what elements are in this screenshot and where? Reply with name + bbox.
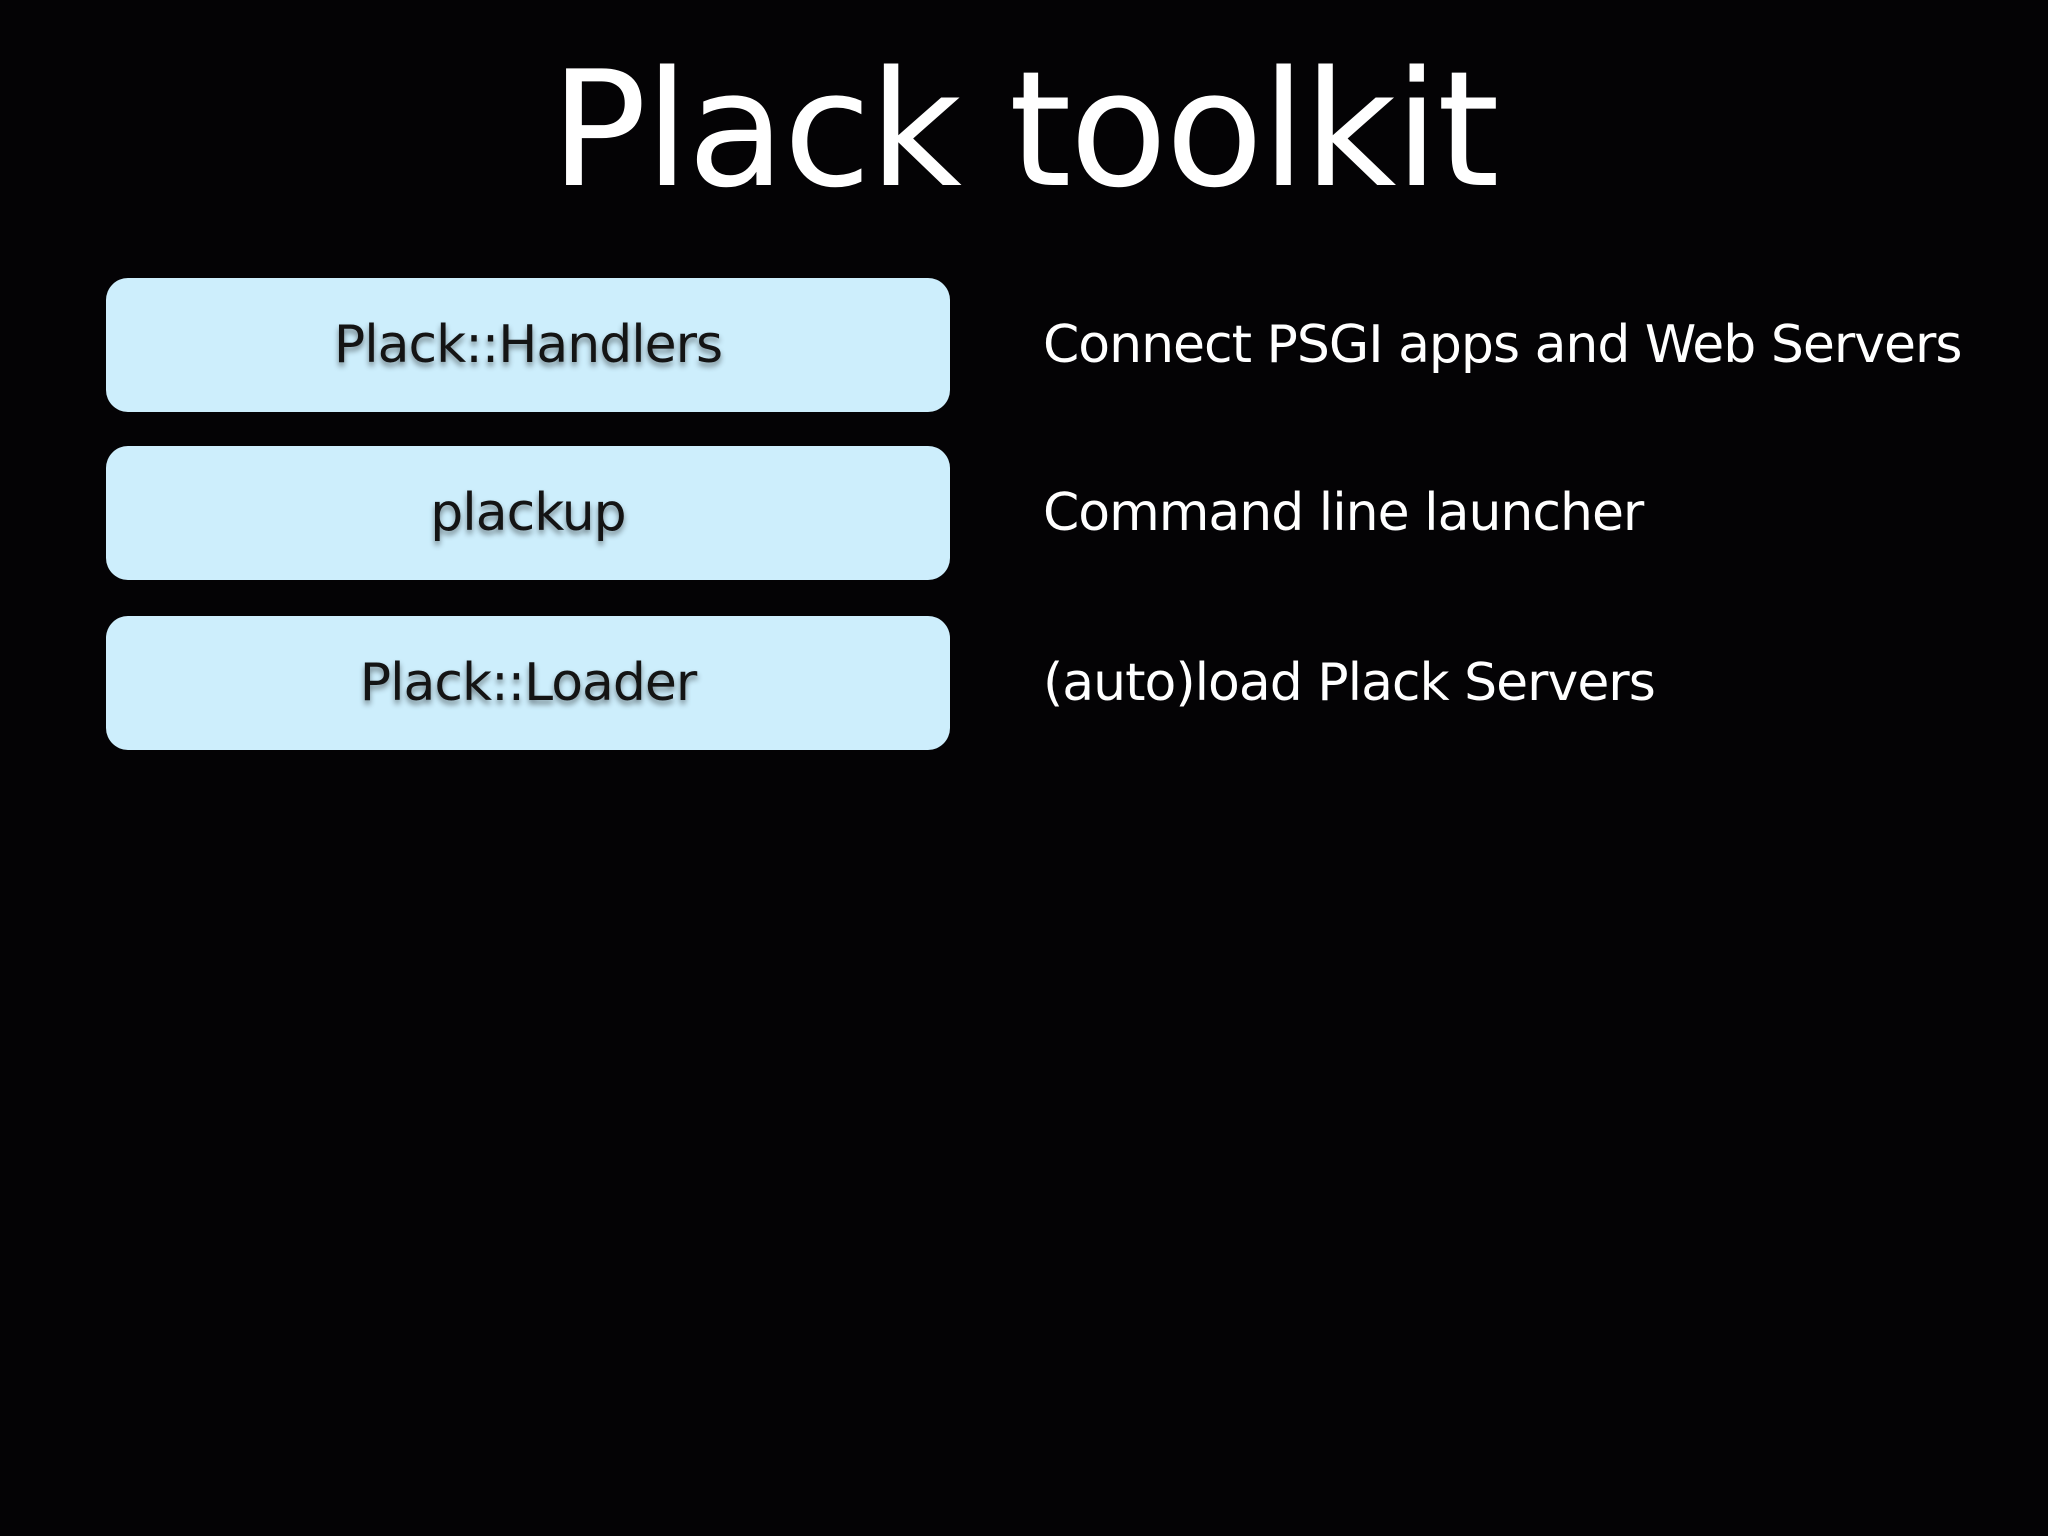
- component-description: Connect PSGI apps and Web Servers: [1043, 315, 1962, 375]
- component-label: plackup: [430, 483, 626, 543]
- toolkit-row-plackup: plackup Command line launcher: [0, 446, 2048, 580]
- toolkit-row-loader: Plack::Loader (auto)load Plack Servers: [0, 616, 2048, 750]
- component-label: Plack::Handlers: [333, 315, 723, 375]
- component-box-handlers: Plack::Handlers: [106, 278, 950, 412]
- slide-title: Plack toolkit: [550, 36, 1499, 223]
- toolkit-row-handlers: Plack::Handlers Connect PSGI apps and We…: [0, 278, 2048, 412]
- component-description: Command line launcher: [1043, 483, 1644, 543]
- component-box-loader: Plack::Loader: [106, 616, 950, 750]
- component-description: (auto)load Plack Servers: [1043, 653, 1656, 713]
- component-box-plackup: plackup: [106, 446, 950, 580]
- component-label: Plack::Loader: [359, 653, 698, 713]
